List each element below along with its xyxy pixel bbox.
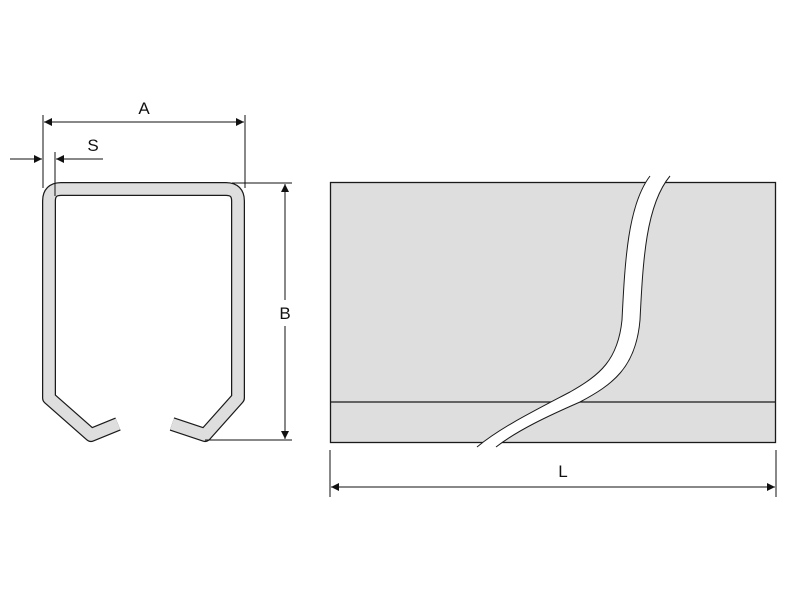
dimension-b-label: B	[279, 304, 290, 323]
dimension-b	[205, 182, 292, 441]
dimension-s-label: S	[87, 136, 98, 155]
side-view	[329, 175, 777, 448]
dimension-s	[10, 152, 103, 196]
dimension-l-label: L	[558, 462, 567, 481]
dimension-l	[329, 450, 777, 497]
break-line	[477, 176, 670, 447]
dimension-a-label: A	[138, 99, 150, 118]
cross-section-profile	[42, 182, 245, 442]
dimension-a	[42, 115, 246, 188]
